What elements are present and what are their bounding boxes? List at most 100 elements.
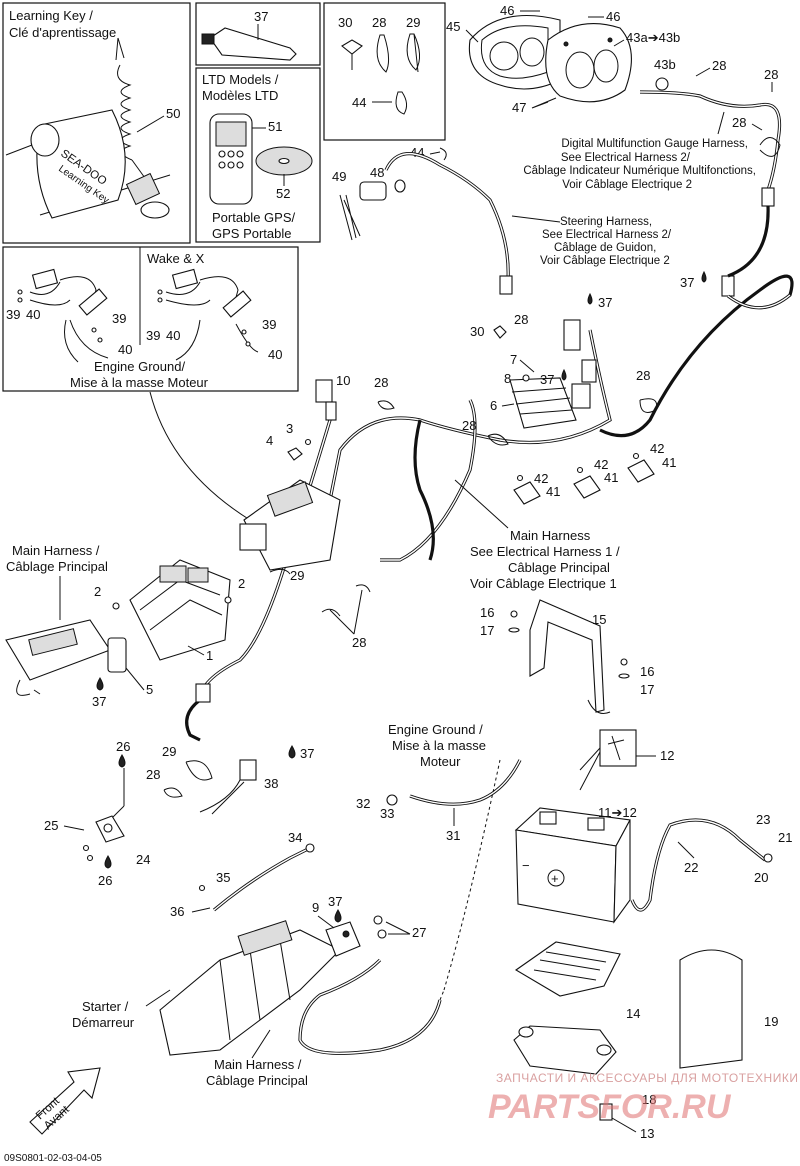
callout-12: 12 xyxy=(660,748,674,763)
callout-28-clip: 28 xyxy=(372,15,386,30)
steering-label-2: See Electrical Harness 2/ xyxy=(542,229,672,241)
callout-28-mid-b: 28 xyxy=(636,368,650,383)
sensor-24 xyxy=(95,815,125,843)
callout-37-mid-b: 37 xyxy=(540,372,554,387)
callout-5: 5 xyxy=(146,682,153,697)
callout-14: 14 xyxy=(626,1006,640,1021)
callout-43b: 43b xyxy=(654,57,676,72)
callout-28-gauge-a: 28 xyxy=(712,58,726,73)
starter-label-2: Démarreur xyxy=(72,1015,135,1030)
ground-wiring-right xyxy=(157,268,259,361)
callout-16-a: 16 xyxy=(480,605,494,620)
reference-code: 09S0801-02-03-04-05 xyxy=(4,1153,102,1164)
connector-38 xyxy=(199,759,257,815)
grease-tube-icon xyxy=(201,27,297,61)
callout-39-d: 39 xyxy=(262,317,276,332)
tube-box xyxy=(195,2,321,66)
callout-43a-43b: 43a➔43b xyxy=(626,30,680,45)
callout-30-mid: 30 xyxy=(470,324,484,339)
callout-29-mid: 29 xyxy=(290,568,304,583)
callout-45: 45 xyxy=(446,19,460,34)
callout-48: 48 xyxy=(370,165,384,180)
hardware-box-12 xyxy=(599,729,637,767)
callout-17-b: 17 xyxy=(640,682,654,697)
main-harness-label-1: Main Harness xyxy=(510,528,591,543)
callout-28-mid-a: 28 xyxy=(514,312,528,327)
gauge-harness-label-1: Digital Multifunction Gauge Harness, xyxy=(561,138,748,150)
callout-37-tube: 37 xyxy=(254,9,268,24)
callout-27: 27 xyxy=(412,925,426,940)
steering-label-3: Câblage de Guidon, xyxy=(554,242,656,254)
callout-26-b: 26 xyxy=(98,873,112,888)
callout-42-c: 42 xyxy=(650,441,664,456)
callout-28-gauge-b: 28 xyxy=(764,67,778,82)
ground-label-1: Engine Ground / xyxy=(388,722,483,737)
ground-label-2: Mise à la masse xyxy=(392,738,486,753)
learning-key-icon: SEA-DOO Learning Key xyxy=(5,37,171,219)
ground-wiring-left xyxy=(17,268,109,363)
starter-assembly xyxy=(159,920,361,1056)
clips-box xyxy=(323,2,446,141)
callout-46-b: 46 xyxy=(606,9,620,24)
callout-3: 3 xyxy=(286,421,293,436)
callout-2-b: 2 xyxy=(238,576,245,591)
svg-text:+: + xyxy=(551,871,559,886)
gauge-bezel xyxy=(468,14,561,90)
gps-device-icon xyxy=(209,113,253,205)
callout-22: 22 xyxy=(684,860,698,875)
main-harness-label-2: See Electrical Harness 1 / xyxy=(470,544,620,559)
callout-46-a: 46 xyxy=(500,3,514,18)
ground-label-3: Moteur xyxy=(420,754,461,769)
callout-11-12: 11➔12 xyxy=(598,805,637,820)
callout-42-a: 42 xyxy=(534,471,548,486)
callout-35: 35 xyxy=(216,870,230,885)
relay-6 xyxy=(509,377,591,429)
starter-main-label-1: Main Harness / xyxy=(214,1057,302,1072)
callout-18: 18 xyxy=(642,1092,656,1107)
front-arrow-icon xyxy=(29,1067,101,1135)
connector-10 xyxy=(315,379,333,403)
callout-28-gauge-c: 28 xyxy=(732,115,746,130)
callout-25: 25 xyxy=(44,818,58,833)
wake-x-title: Wake & X xyxy=(147,251,205,266)
gps-footer-2: GPS Portable xyxy=(212,226,292,241)
callout-37-mid-a: 37 xyxy=(598,295,612,310)
engine-ground-label-2: Mise à la masse Moteur xyxy=(70,375,209,390)
callout-28-mid-c: 28 xyxy=(462,418,476,433)
steering-switch xyxy=(339,179,406,241)
battery-cover-19 xyxy=(679,949,743,1069)
callout-37-starter: 37 xyxy=(328,894,342,909)
callout-40-a: 40 xyxy=(26,307,40,322)
callout-16-b: 16 xyxy=(640,664,654,679)
watermark-line-1: ЗАПЧАСТИ И АКСЕССУАРЫ ДЛЯ МОТОТЕХНИКИ xyxy=(496,1071,798,1085)
callout-41-c: 41 xyxy=(662,455,676,470)
svg-text:−: − xyxy=(522,858,530,873)
callout-15: 15 xyxy=(592,612,606,627)
callout-39-a: 39 xyxy=(6,307,20,322)
callout-39-c: 39 xyxy=(146,328,160,343)
battery-bracket-15 xyxy=(529,599,611,714)
starter-label-1: Starter / xyxy=(82,999,129,1014)
callout-13: 13 xyxy=(640,1126,654,1141)
main-harness-label-3: Câblage Principal xyxy=(508,560,610,575)
main-harness-label-4: Voir Câblage Electrique 1 xyxy=(470,576,617,591)
gauge-harness-label-3: Câblage Indicateur Numérique Multifoncti… xyxy=(523,165,756,177)
learning-key-title-2: Clé d'aprentissage xyxy=(9,25,116,40)
gps-disc-icon xyxy=(255,146,313,176)
callout-6: 6 xyxy=(490,398,497,413)
gauge-cluster xyxy=(545,23,632,103)
callout-28-low: 28 xyxy=(352,635,366,650)
gps-title-1: LTD Models / xyxy=(202,72,279,87)
callout-29-low: 29 xyxy=(162,744,176,759)
callout-9: 9 xyxy=(312,900,319,915)
callout-51: 51 xyxy=(268,119,282,134)
screw-13 xyxy=(599,1103,613,1121)
callout-29-clip: 29 xyxy=(406,15,420,30)
watermark-line-2: PARTSFOR.RU xyxy=(488,1088,732,1126)
callout-42-b: 42 xyxy=(594,457,608,472)
battery-11: − + xyxy=(514,807,631,924)
callout-41-b: 41 xyxy=(604,470,618,485)
callout-32: 32 xyxy=(356,796,370,811)
callout-50: 50 xyxy=(166,106,180,121)
